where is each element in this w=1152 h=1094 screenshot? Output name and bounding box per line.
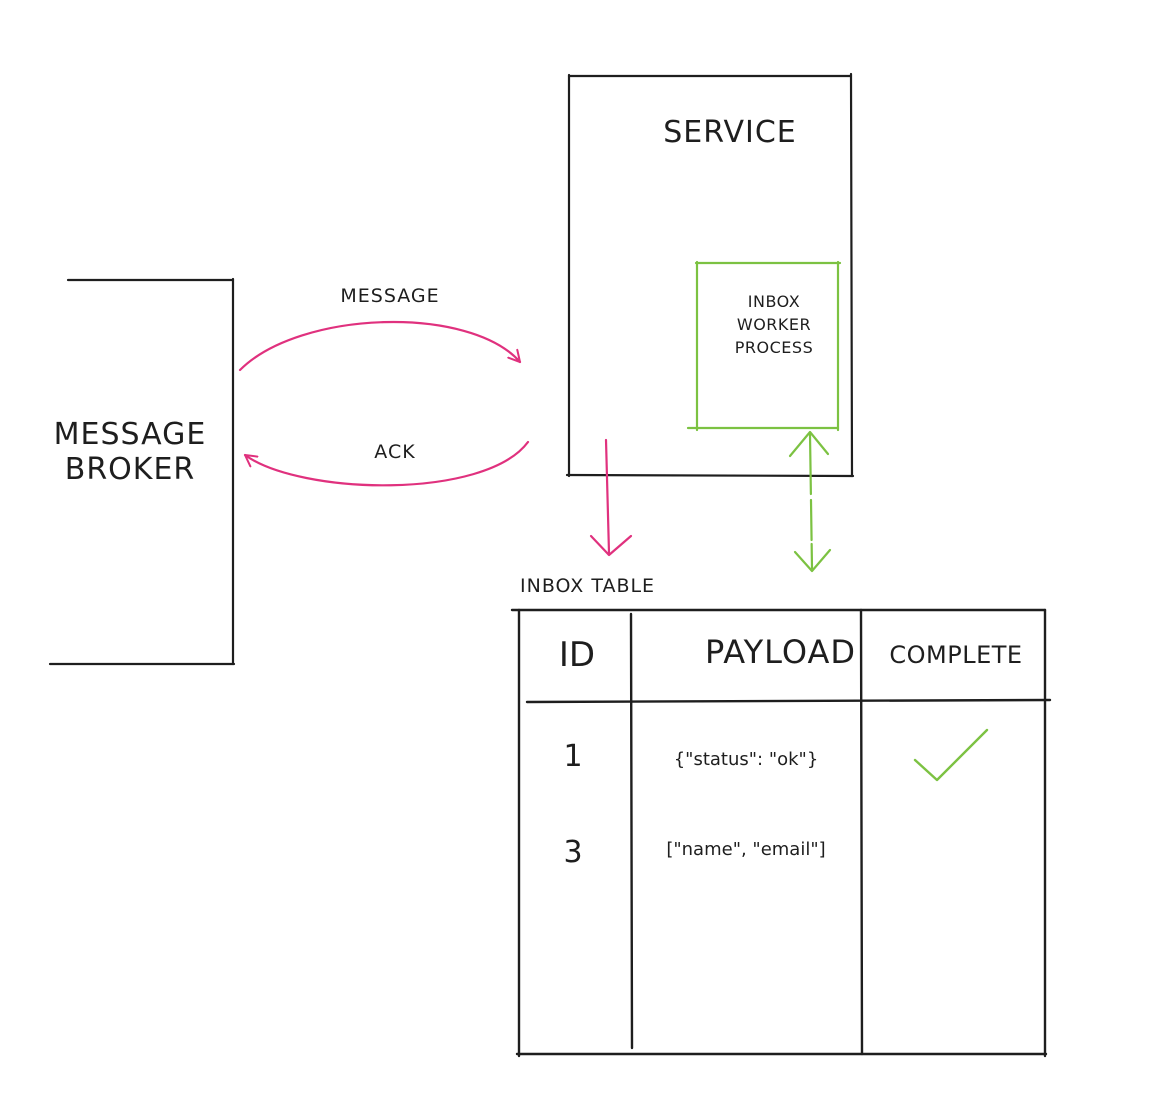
column-header-complete: COMPLETE [889, 641, 1023, 669]
inbox-worker-box [686, 260, 842, 432]
message-arrow-label: MESSAGE [340, 285, 440, 307]
message-broker-box [48, 277, 236, 666]
table-cell-payload: {"status": "ok"} [673, 749, 819, 770]
table-cell-id: 1 [563, 739, 583, 774]
service-box [565, 72, 855, 478]
inbox-table-grid [510, 608, 1052, 1058]
complete-check-icon [913, 728, 989, 782]
table-cell-payload: ["name", "email"] [666, 839, 826, 860]
inbox-worker-title: INBOX WORKER PROCESS [734, 292, 814, 358]
service-title: SERVICE [663, 115, 797, 150]
write-to-table-arrow [589, 438, 633, 557]
inbox-table-title: INBOX TABLE [520, 575, 656, 597]
message-broker-title: MESSAGE BROKER [53, 417, 207, 487]
table-cell-id: 3 [563, 835, 583, 870]
ack-arrow [243, 440, 530, 487]
message-arrow [238, 320, 522, 372]
column-header-payload: PAYLOAD [704, 633, 856, 671]
ack-arrow-label: ACK [374, 441, 416, 463]
worker-table-sync-arrow [788, 430, 832, 573]
column-header-id: ID [558, 635, 596, 675]
